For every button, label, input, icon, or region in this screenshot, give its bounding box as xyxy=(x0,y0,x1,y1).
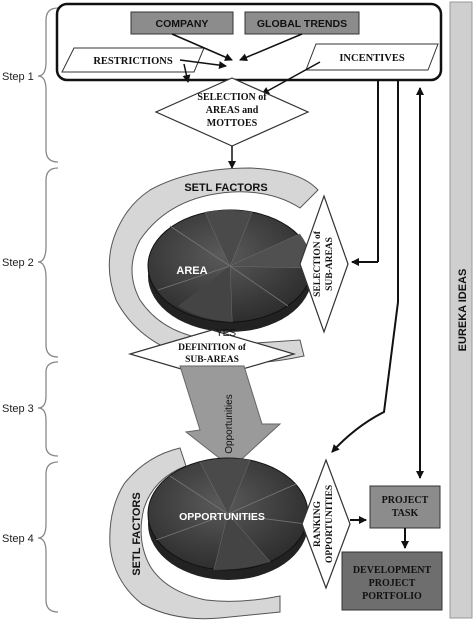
selection-areas-line-2: AREAS and xyxy=(206,105,259,116)
setl-ring-side xyxy=(109,447,281,620)
selection-subareas-diamond xyxy=(299,194,349,334)
company-box xyxy=(130,11,234,35)
definition-subareas-line-1: DEFINITION of xyxy=(178,343,247,353)
selection-subareas-line-1: SELECTION of xyxy=(313,230,323,297)
project-task-line-1: PROJECT xyxy=(382,495,429,506)
portfolio-box xyxy=(341,551,443,611)
area-label: AREA xyxy=(176,265,207,277)
opportunities-big-arrow xyxy=(179,365,282,469)
step-1-frame xyxy=(55,2,443,82)
step-brackets xyxy=(37,7,59,613)
opportunities-disc xyxy=(147,457,309,580)
setl-ring-top xyxy=(108,167,319,364)
restrictions-label: RESTRICTIONS xyxy=(93,56,173,67)
project-task-line-2: TASK xyxy=(392,508,419,519)
ranking-line-1: RANKING xyxy=(313,500,323,547)
incentives-box xyxy=(305,43,439,71)
restrictions-box xyxy=(61,47,205,73)
step-4-label: Step 4 xyxy=(2,533,34,545)
selection-subareas-line-2: SUB-AREAS xyxy=(325,237,335,291)
step-2-label: Step 2 xyxy=(2,257,34,269)
global-trends-label: GLOBAL TRENDS xyxy=(257,18,347,30)
portfolio-line-3: PORTFOLIO xyxy=(362,591,422,602)
eureka-ideas-bar xyxy=(449,1,473,619)
portfolio-line-2: PROJECT xyxy=(369,578,416,589)
setl-factors-top-label: SETL FACTORS xyxy=(184,182,267,194)
incentives-label: INCENTIVES xyxy=(339,53,405,64)
yes-label: YES xyxy=(216,328,236,339)
selection-areas-line-3: MOTTOES xyxy=(207,118,258,129)
portfolio-line-1: DEVELOPMENT xyxy=(353,565,432,576)
connector-arrows xyxy=(331,80,424,549)
company-label: COMPANY xyxy=(156,18,209,30)
ranking-opportunities-diamond xyxy=(301,458,351,590)
definition-subareas-line-2: SUB-AREAS xyxy=(185,355,239,365)
opportunities-disc-label: OPPORTUNITIES xyxy=(179,511,265,523)
setl-factors-side-label: SETL FACTORS xyxy=(131,492,143,575)
area-disc xyxy=(147,209,313,332)
project-task-box xyxy=(369,485,441,529)
step-1-arrows xyxy=(171,33,321,95)
ranking-line-2: OPPORTUNITIES xyxy=(325,485,335,563)
selection-areas-line-1: SELECTION of xyxy=(197,92,267,103)
step-1-label: Step 1 xyxy=(2,71,34,83)
step-3-label: Step 3 xyxy=(2,403,34,415)
eureka-ideas-label: EUREKA IDEAS xyxy=(457,269,469,352)
opportunities-arrow-label: Opportunities xyxy=(224,394,235,453)
